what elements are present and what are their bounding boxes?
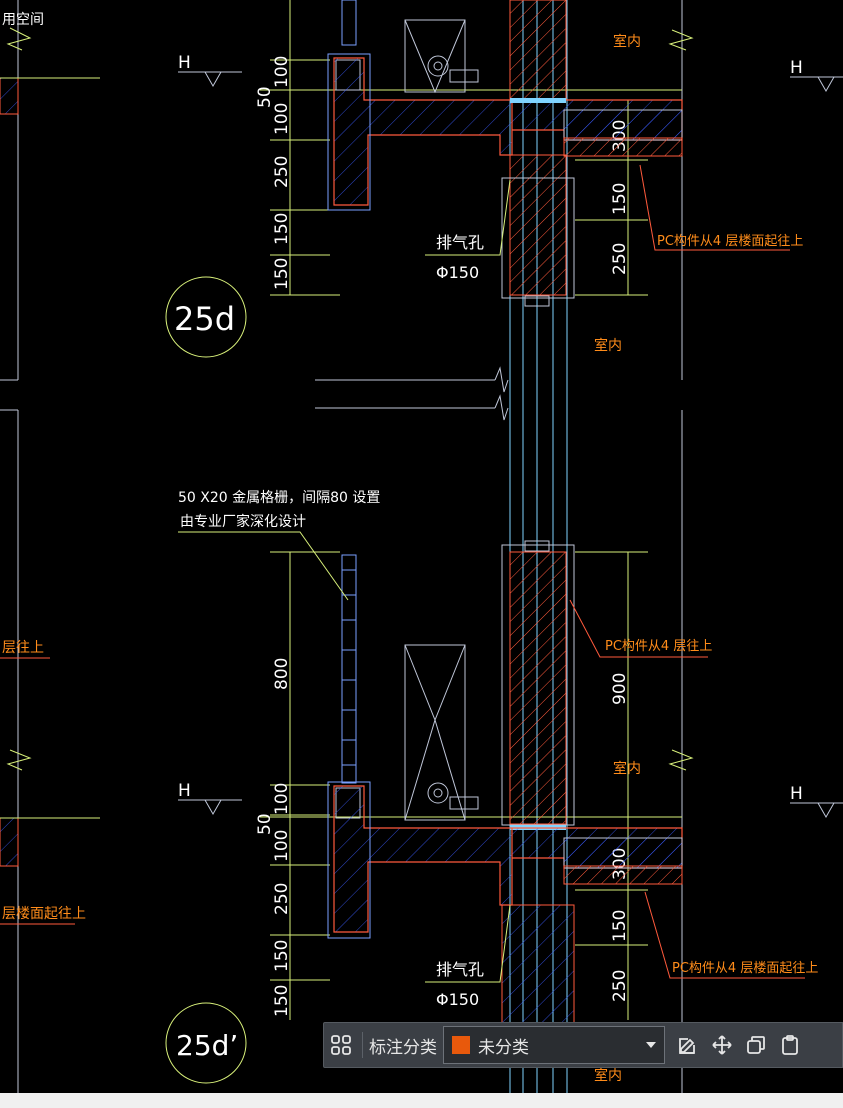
- dim-150-lower-a: 150: [272, 940, 292, 972]
- dim-150-lower-right: 150: [610, 910, 630, 942]
- annotation-category-label: 标注分类: [369, 1037, 437, 1058]
- category-select[interactable]: 未分类: [443, 1026, 665, 1064]
- category-color-swatch: [452, 1036, 470, 1054]
- dim-150-upper-a: 150: [272, 213, 292, 245]
- dim-250-lower-right: 250: [610, 970, 630, 1002]
- dim-150-upper-b: 150: [272, 258, 292, 290]
- toolbar-separator: [362, 1032, 363, 1058]
- elevation-mark-upper-right: [790, 76, 843, 93]
- vent-hole-label-lower: 排气孔: [436, 960, 484, 979]
- interior-label-2: 室内: [594, 337, 622, 354]
- elevation-label-upper-left: H: [178, 53, 191, 73]
- left-floor-start-label: 层楼面起往上: [2, 906, 86, 922]
- elevation-mark-upper-left: [178, 71, 242, 88]
- dimension-lines: [260, 0, 682, 1020]
- move-icon[interactable]: [705, 1028, 739, 1062]
- vent-diameter-label-upper: Φ150: [436, 263, 479, 282]
- grid-menu-icon[interactable]: [324, 1028, 358, 1062]
- dim-250-lower: 250: [272, 883, 292, 915]
- bottom-status-strip: [0, 1093, 843, 1108]
- dim-100-lower-a: 100: [272, 783, 292, 815]
- edit-icon[interactable]: [671, 1028, 705, 1062]
- left-space-label: 用空间: [2, 12, 44, 28]
- detail-callout-upper: 25d: [174, 300, 235, 338]
- elevation-label-lower-right: H: [790, 784, 803, 804]
- paste-icon[interactable]: [773, 1028, 807, 1062]
- dim-250-upper: 250: [272, 156, 292, 188]
- dim-100-upper-a: 100: [272, 56, 292, 88]
- category-select-value: 未分类: [478, 1037, 529, 1058]
- dim-150-upper-right: 150: [610, 183, 630, 215]
- interior-label-1: 室内: [613, 33, 641, 50]
- dim-50-upper: 50: [255, 86, 275, 108]
- dim-250-upper-right: 250: [610, 243, 630, 275]
- detail-callout-circle-lower: [165, 1002, 247, 1084]
- left-floor-up-label: 层往上: [2, 640, 44, 656]
- dim-150-lower-b: 150: [272, 985, 292, 1017]
- elevation-label-upper-right: H: [790, 58, 803, 78]
- lower-section-structure: [327, 540, 683, 1026]
- upper-section-structure: [327, 0, 683, 307]
- detail-callout-lower: 25d’: [176, 1029, 238, 1062]
- pc-note-upper: PC构件从4 层楼面起往上: [657, 234, 803, 249]
- grille-note-line2: 由专业厂家深化设计: [180, 513, 306, 530]
- pc-note-middle: PC构件从4 层往上: [605, 639, 712, 654]
- dim-800: 800: [272, 658, 292, 690]
- detail-callout-circle-upper: [165, 276, 247, 358]
- left-edge-view: [0, 0, 100, 1093]
- dim-100-upper-b: 100: [272, 103, 292, 135]
- elevation-label-lower-left: H: [178, 781, 191, 801]
- dim-900: 900: [610, 673, 630, 705]
- interior-label-4: 室内: [594, 1067, 622, 1084]
- copy-icon[interactable]: [739, 1028, 773, 1062]
- dim-50-lower: 50: [255, 813, 275, 835]
- elevation-mark-lower-left: [178, 799, 242, 816]
- grille-note-line1: 50 X20 金属格栅，间隔80 设置: [178, 490, 380, 506]
- vent-hole-label-upper: 排气孔: [436, 233, 484, 252]
- pc-note-lower: PC构件从4 层楼面起往上: [672, 961, 818, 976]
- interior-label-3: 室内: [613, 760, 641, 777]
- leader-lines: [178, 164, 805, 983]
- dim-100-lower-b: 100: [272, 830, 292, 862]
- vent-diameter-label-lower: Φ150: [436, 990, 479, 1009]
- elevation-mark-lower-right: [790, 802, 843, 819]
- chevron-down-icon: [646, 1042, 656, 1048]
- annotation-toolbar: 标注分类 未分类: [323, 1022, 843, 1068]
